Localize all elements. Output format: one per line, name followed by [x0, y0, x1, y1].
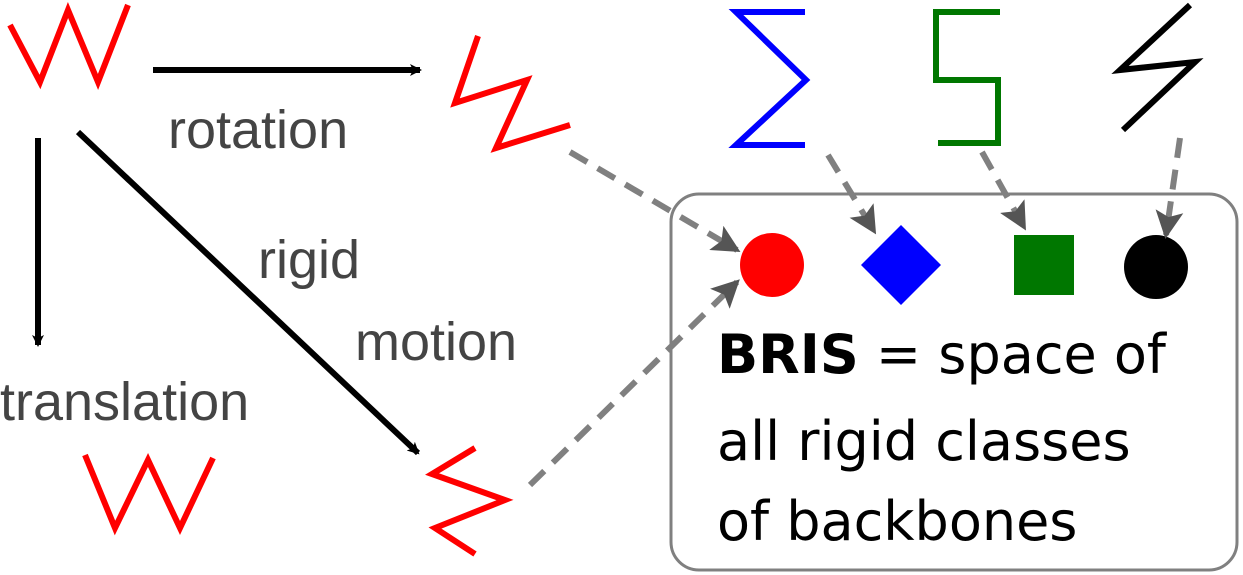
rigid-label: rigid — [258, 230, 360, 290]
bris-box — [669, 192, 1239, 572]
bris-definition-line1: BRIS = space of — [717, 323, 1168, 386]
blue-class-marker — [861, 225, 941, 305]
original-backbone-zigzag — [7, 1, 131, 91]
blue-backbone-sigma — [728, 9, 811, 148]
rigid-motion-backbone-zigzag — [425, 445, 514, 557]
green-class-marker — [1014, 235, 1074, 295]
translation-label: translation — [0, 372, 249, 432]
rotated-backbone-zigzag — [450, 35, 571, 153]
rotated-to-class-arrow — [568, 149, 741, 253]
rigid-motion-arrow — [75, 129, 421, 456]
motion-label: motion — [355, 312, 517, 372]
black-backbone-bolt — [1111, 2, 1204, 133]
bris-definition-line2: all rigid classes — [717, 410, 1131, 473]
red-class-marker — [740, 233, 804, 297]
green-to-class-arrow — [979, 150, 1027, 231]
bris-term: BRIS — [717, 323, 859, 386]
blue-to-class-arrow — [825, 153, 877, 235]
black-to-class-arrow — [1155, 137, 1184, 239]
rigid-motion-to-class-arrow — [527, 279, 740, 488]
black-class-marker — [1124, 235, 1188, 299]
translated-backbone-zigzag — [82, 453, 216, 536]
green-backbone-step — [933, 9, 1001, 146]
rotation-label: rotation — [168, 100, 348, 160]
bris-definition-line3: of backbones — [717, 490, 1077, 553]
bris-definition-rest: = space of — [859, 323, 1168, 386]
